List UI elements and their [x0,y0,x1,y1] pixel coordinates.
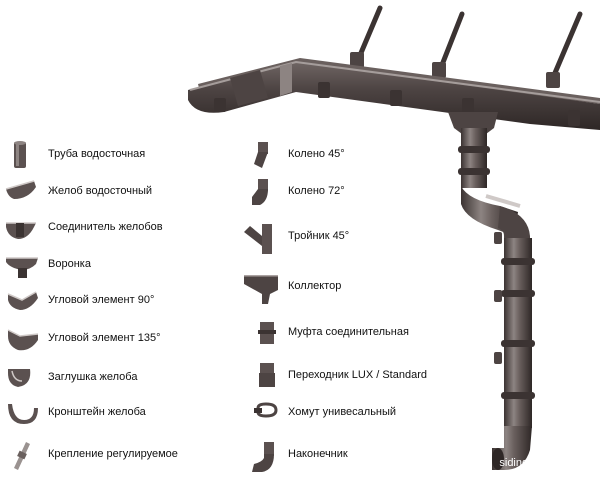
legend-label: Воронка [48,258,91,270]
legend-item-gutter: Желоб водосточный [4,177,234,207]
legend-label: Колено 72° [288,185,345,197]
legend-label: Угловой элемент 90° [48,294,155,306]
elbow-45-icon [254,142,268,168]
legend-item-downpipe: Труба водосточная [4,140,234,170]
legend-label: Труба водосточная [48,148,146,160]
tee-45-icon [244,224,272,254]
legend-label: Хомут унивесальный [288,406,397,418]
source-credit: siding.promobud.ua [499,457,596,469]
legend-label: Желоб водосточный [48,185,153,197]
legend-label: Заглушка желоба [48,371,138,383]
legend-item-adjustable-mount: Крепление регулируемое [4,440,234,470]
gutter-bracket-icon [8,404,38,424]
downpipe-icon [14,141,26,168]
legend-item-elbow-45: Колено 45° [240,140,440,170]
legend-label: Колено 45° [288,148,345,160]
legend-label: Переходник LUX / Standard [288,369,427,381]
legend-label: Крепление регулируемое [48,448,178,460]
legend-label: Кронштейн желоба [48,406,146,418]
elbow-72-icon [252,179,268,205]
corner-135-icon [7,329,39,351]
adjustable-mount-icon [14,442,30,470]
legend-item-coupling: Муфта соединительная [240,318,440,348]
gutter-icon [5,180,36,199]
gutter-connector-icon [6,222,36,239]
legend-item-elbow-72: Колено 72° [240,177,440,207]
legend-label: Коллектор [288,280,342,292]
outlet-tip-icon [252,442,274,472]
funnel-icon [6,257,38,278]
legend-label: Тройник 45° [288,230,350,242]
legend-item-corner-90: Угловой элемент 90° [4,286,234,316]
legend-item-gutter-connector: Соединитель желобов [4,213,234,243]
legend-item-funnel: Воронка [4,250,234,280]
gutter-hangers [355,5,583,83]
corner-90-icon [7,291,38,310]
legend-item-tee-45: Тройник 45° [240,222,440,254]
legend-item-adapter: Переходник LUX / Standard [240,361,440,391]
downpipe-assembly [448,112,535,470]
clamp-icon [254,402,278,418]
coupling-icon [258,322,276,344]
gutter-end-cap-icon [8,369,31,387]
legend-label: Наконечник [288,448,348,460]
legend-item-gutter-bracket: Кронштейн желоба [4,398,234,428]
legend-item-collector: Коллектор [240,272,440,304]
legend-item-corner-135: Угловой элемент 135° [4,324,234,354]
gutter-run [188,58,600,130]
collector-icon [244,275,278,304]
legend-label: Муфта соединительная [288,326,409,338]
adapter-icon [259,363,275,387]
legend-item-clamp: Хомут унивесальный [240,398,440,428]
legend-label: Соединитель желобов [48,221,163,233]
legend-label: Угловой элемент 135° [48,332,161,344]
legend-item-gutter-end-cap: Заглушка желоба [4,363,234,393]
legend-item-outlet-tip: Наконечник [240,440,440,472]
